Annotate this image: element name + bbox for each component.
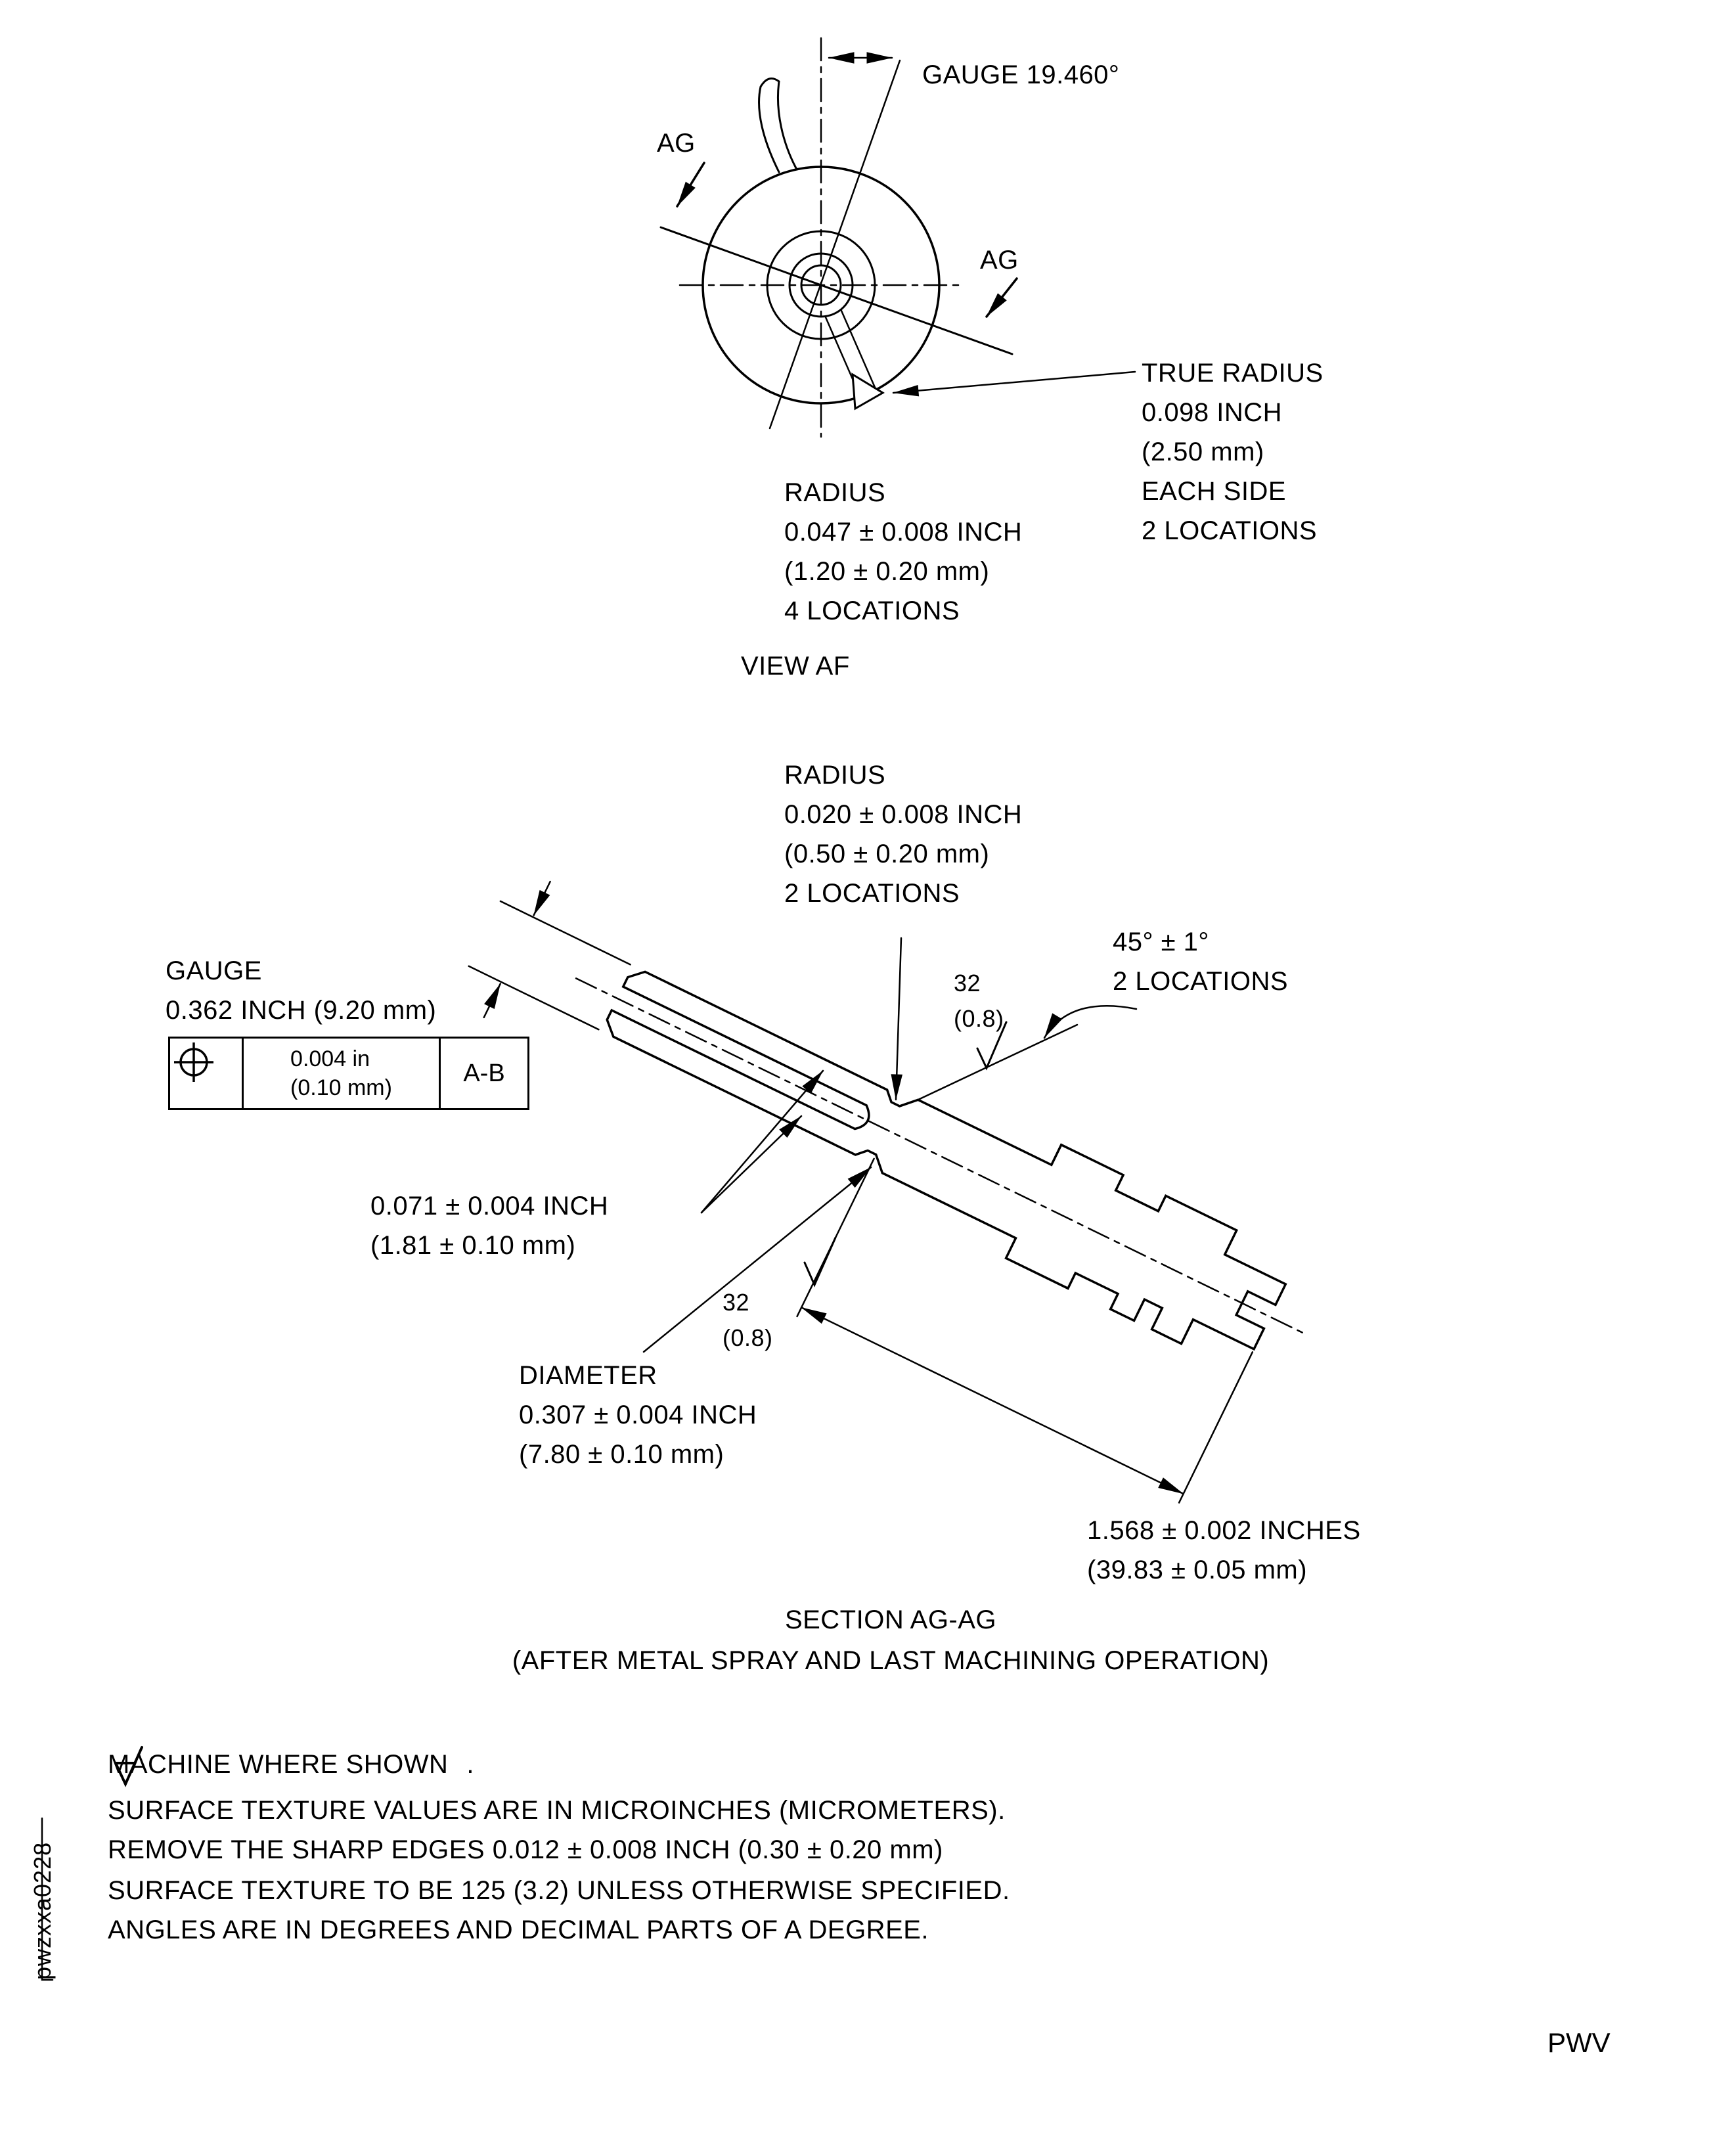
gauge-note: GAUGE 0.362 INCH (9.20 mm) <box>166 956 437 1025</box>
position-tolerance-icon <box>170 1039 244 1108</box>
note-line-1-period: . <box>466 1750 475 1779</box>
slot-edge-line <box>840 309 877 390</box>
rim-notch <box>851 372 885 411</box>
length-note: 1.568 ± 0.002 INCHES (39.83 ± 0.05 mm) <box>1087 1516 1361 1584</box>
surface-finish-icon <box>976 1021 1008 1071</box>
gauge-dimension-arrow <box>483 983 502 1019</box>
length-extension-line <box>1178 1351 1254 1504</box>
ag-label-right: AG <box>980 246 1019 275</box>
gauge-angle-label: GAUGE 19.460° <box>922 60 1120 89</box>
wall-thickness-note: 0.071 ± 0.004 INCH (1.81 ± 0.10 mm) <box>370 1192 609 1260</box>
note-line-1-text: MACHINE WHERE SHOWN <box>108 1750 449 1779</box>
figure-id: pwzxxa0228 <box>29 1841 56 1980</box>
mid-diameter-circle <box>766 230 876 340</box>
chamfer-leader-arc <box>1043 1004 1138 1039</box>
note-line-4: SURFACE TEXTURE TO BE 125 (3.2) UNLESS O… <box>108 1871 1010 1910</box>
outer-diameter-circle <box>701 166 941 405</box>
tab-outline <box>758 78 797 173</box>
note-line-1: MACHINE WHERE SHOWN . <box>108 1745 475 1787</box>
radius-4loc-note: RADIUS 0.047 ± 0.008 INCH (1.20 ± 0.20 m… <box>784 478 1023 625</box>
wall-leader <box>700 1069 824 1214</box>
note-line-2: SURFACE TEXTURE VALUES ARE IN MICROINCHE… <box>108 1791 1006 1830</box>
view-af-caption: VIEW AF <box>741 652 850 681</box>
gauge-extension-line <box>499 900 631 966</box>
note-line-4-text: SURFACE TEXTURE TO BE 125 (3.2) UNLESS O… <box>108 1876 1010 1905</box>
ag-arrow-right <box>985 277 1018 318</box>
view-af-drawing <box>659 37 1136 438</box>
true-radius-note: TRUE RADIUS 0.098 INCH (2.50 mm) EACH SI… <box>1142 359 1324 545</box>
section-cutting-line <box>659 226 1013 355</box>
gauge-dimension-arrow <box>533 880 551 916</box>
note-line-3: REMOVE THE SHARP EDGES 0.012 ± 0.008 INC… <box>108 1830 943 1870</box>
section-subcaption: (AFTER METAL SPRAY AND LAST MACHINING OP… <box>512 1646 1270 1675</box>
diameter-leader <box>642 1166 872 1353</box>
surface-finish-lower-label: 32 (0.8) <box>723 1289 773 1351</box>
gauge-extension-line <box>468 965 600 1031</box>
length-dimension-line <box>800 1307 1184 1495</box>
page-code: PWV <box>1547 2027 1611 2058</box>
surface-finish-upper-label: 32 (0.8) <box>954 970 1004 1032</box>
note-line-5-text: ANGLES ARE IN DEGREES AND DECIMAL PARTS … <box>108 1915 929 1944</box>
bore-circle <box>800 264 842 306</box>
ag-label-left: AG <box>657 129 696 158</box>
note-line-2-text: SURFACE TEXTURE VALUES ARE IN MICROINCHE… <box>108 1796 1006 1825</box>
wall-leader <box>700 1115 803 1214</box>
surface-finish-icon <box>803 1236 837 1288</box>
fcf-tolerance-value: 0.004 in (0.10 mm) <box>244 1039 441 1108</box>
section-ag-drawing <box>468 880 1303 1504</box>
feature-control-frame: 0.004 in (0.10 mm) A-B <box>168 1037 529 1110</box>
gauge-reference-line <box>768 59 901 430</box>
diameter-note: DIAMETER 0.307 ± 0.004 INCH (7.80 ± 0.10… <box>519 1361 757 1469</box>
true-radius-leader <box>892 370 1136 397</box>
ag-arrow-left <box>676 162 705 208</box>
axis-centerline <box>575 977 1303 1333</box>
radius-2loc-note: RADIUS 0.020 ± 0.008 INCH (0.50 ± 0.20 m… <box>784 761 1023 908</box>
chamfer-note: 45° ± 1° 2 LOCATIONS <box>1113 928 1289 996</box>
note-line-5: ANGLES ARE IN DEGREES AND DECIMAL PARTS … <box>108 1910 929 1950</box>
section-caption: SECTION AG-AG <box>784 1605 997 1634</box>
inner-diameter-circle <box>788 252 854 318</box>
fcf-datum-reference: A-B <box>463 1059 505 1087</box>
radius-leader <box>891 937 902 1101</box>
figure-id-bracket <box>41 1817 54 1981</box>
note-line-3-text: REMOVE THE SHARP EDGES 0.012 ± 0.008 INC… <box>108 1835 943 1864</box>
